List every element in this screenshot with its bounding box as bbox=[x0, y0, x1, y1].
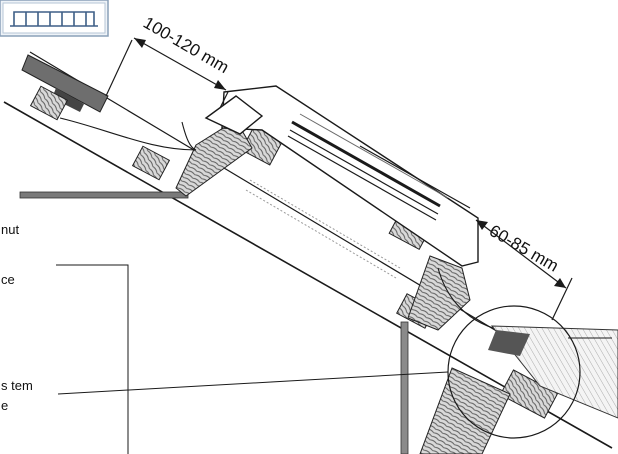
vertical-post bbox=[400, 321, 409, 454]
frame-lining-lower bbox=[407, 255, 471, 331]
side-label-second: ce bbox=[1, 272, 15, 287]
batten-block bbox=[29, 85, 69, 121]
roof-tiles-lower bbox=[488, 325, 618, 419]
dimension-label-bottom: 60-85 mm bbox=[486, 221, 562, 276]
batten-block bbox=[131, 145, 171, 181]
dimension-bottom bbox=[475, 219, 573, 321]
roof-tiles-upper bbox=[21, 54, 109, 113]
batten-block bbox=[499, 369, 559, 419]
leader-lines bbox=[56, 264, 612, 454]
dimension-top bbox=[105, 37, 229, 109]
underlay-membrane bbox=[59, 117, 501, 331]
side-label-third-line2: e bbox=[1, 398, 8, 413]
window-sash bbox=[204, 85, 479, 267]
side-label-third-line1: s tem bbox=[1, 378, 33, 393]
ceiling-board bbox=[19, 191, 189, 199]
interior-lining-line bbox=[245, 179, 401, 279]
rafter-section bbox=[419, 367, 511, 454]
roof-tile-pattern-icon bbox=[0, 0, 109, 37]
side-label-first: nut bbox=[1, 222, 19, 237]
